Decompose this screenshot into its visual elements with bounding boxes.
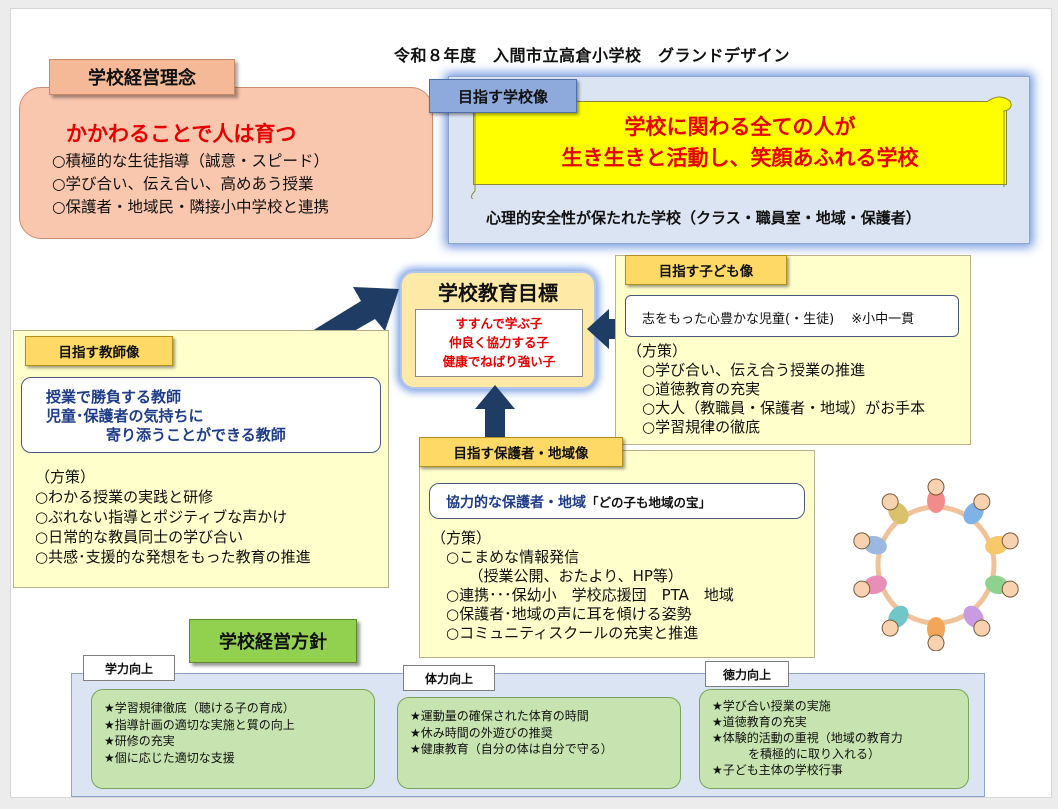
arrow-icon (475, 385, 515, 441)
plan-item: ○ぶれない指導とポジティブな声かけ (35, 508, 288, 526)
goals-title: 学校教育目標 (438, 281, 558, 305)
philosophy-item: ○学び合い、伝え合い、高めあう授業 (52, 175, 314, 193)
policy-item: ★個に応じた適切な支援 (104, 750, 235, 765)
page-title: 令和８年度 入間市立高倉小学校 グランドデザイン (394, 46, 791, 65)
philosophy-item: ○保護者・地域民・隣接小中学校と連携 (52, 198, 330, 216)
policy-tab-physical: 体力向上 (403, 665, 495, 691)
plan-item: （方策） (35, 468, 96, 486)
person-head (973, 619, 991, 637)
policy-box-academic: ★学習規律徹底（聴ける子の育成） ★指導計画の適切な実施と質の向上 ★研修の充実… (91, 689, 375, 789)
teacher-label: 目指す教師像 (25, 336, 173, 366)
policy-item: ★指導計画の適切な実施と質の向上 (104, 717, 295, 732)
plan-item: ○コミュニティスクールの充実と推進 (431, 624, 699, 642)
policy-item: ★学習規律徹底（聴ける子の育成） (104, 701, 295, 715)
plan-item: （授業公開、おたより、HP等） (431, 567, 683, 585)
plan-item: ○共感･支援的な発想をもった教育の推進 (35, 548, 311, 566)
person-head (973, 493, 991, 511)
vision-subtitle: 心理的安全性が保たれた学校（クラス・職員室・地域・保護者） (486, 209, 921, 227)
policy-item: ★体験的活動の重視（地域の教育力 (712, 731, 903, 745)
policy-item: を積極的に取り入れる） (712, 747, 881, 761)
vision-label: 目指す学校像 (429, 79, 577, 113)
grand-design-slide: 令和８年度 入間市立高倉小学校 グランドデザイン かかわることで人は育つ ○積極… (10, 8, 1052, 798)
vision-line: 学校に関わる全ての人が (624, 115, 856, 139)
plan-item: ○連携･･･保幼小 学校応援団 PTA 地域 (431, 586, 734, 604)
plan-item: ○日常的な教員同士の学び合い (35, 528, 244, 546)
policy-box-physical: ★運動量の確保された体育の時間 ★休み時間の外遊びの推奨 ★健康教育（自分の体は… (397, 697, 681, 789)
vision-scroll-left-curl (470, 111, 476, 199)
goal-item: 仲良く協力する子 (448, 335, 549, 350)
goal-item: すすんで学ぶ子 (455, 316, 543, 331)
plan-item: ○わかる授業の実践と研修 (35, 488, 214, 506)
guardian-quote: 「どの子も地域の宝」 (586, 495, 712, 510)
philosophy-label: 学校経営理念 (49, 59, 235, 95)
people-circle-illustration (853, 478, 1019, 651)
goals-scroll: すすんで学ぶ子 仲良く協力する子 健康でねばり強い子 (415, 309, 583, 377)
policy-item: ★健康教育（自分の体は自分で守る） (410, 742, 613, 756)
teacher-panel (13, 330, 389, 588)
guardian-ideal-box: 協力的な保護者・地域「どの子も地域の宝」 (429, 483, 805, 519)
person-head (1001, 580, 1019, 598)
goal-item: 健康でねばり強い子 (442, 354, 556, 369)
child-label: 目指す子ども像 (625, 255, 787, 285)
policy-item: ★研修の充実 (104, 734, 175, 748)
philosophy-box: かかわることで人は育つ ○積極的な生徒指導（誠意・スピード） ○学び合い、伝え合… (19, 87, 433, 239)
guardian-label: 目指す保護者・地域像 (419, 437, 623, 467)
policy-item: ★休み時間の外遊びの推奨 (410, 725, 553, 740)
plan-item: （方策） (431, 529, 492, 547)
person-head (927, 634, 945, 651)
teacher-ideal-line: 授業で勝負する教師 (46, 388, 182, 406)
child-plan: （方策） ○学び合い、伝え合う授業の推進 ○道徳教育の充実 ○大人（教職員・保護… (627, 342, 925, 437)
vision-line: 生き生きと活動し、笑顔あふれる学校 (561, 146, 919, 170)
vision-scroll: 学校に関わる全ての人が 生き生きと活動し、笑顔あふれる学校 (473, 101, 1007, 185)
policy-box-moral: ★学び合い授業の実施 ★道徳教育の充実 ★体験的活動の重視（地域の教育力 を積極… (699, 689, 969, 789)
policy-label: 学校経営方針 (189, 619, 357, 663)
plan-item: ○道徳教育の充実 (627, 380, 761, 398)
guardian-ideal-text: 協力的な保護者・地域 (446, 495, 586, 511)
plan-item: ○保護者･地域の声に耳を傾ける姿勢 (431, 605, 692, 623)
person-head (1001, 532, 1019, 550)
teacher-ideal-box: 授業で勝負する教師 児童･保護者の気持ちに 寄り添うことができる教師 (21, 377, 381, 453)
teacher-ideal-line: 児童･保護者の気持ちに (46, 407, 204, 425)
person-head (853, 532, 871, 550)
person-head (881, 493, 899, 511)
teacher-plan: （方策） ○わかる授業の実践と研修 ○ぶれない指導とポジティブな声かけ ○日常的… (35, 467, 311, 567)
policy-item: ★学び合い授業の実施 (712, 699, 831, 713)
person-head (927, 478, 945, 496)
plan-item: ○学び合い、伝え合う授業の推進 (627, 361, 866, 379)
policy-tab-moral: 徳力向上 (705, 661, 789, 687)
teacher-ideal-line: 寄り添うことができる教師 (46, 426, 286, 444)
plan-item: ○学習規律の徹底 (627, 418, 761, 436)
child-ideal-box: 志をもった心豊かな児童(・生徒) ※小中一貫 (625, 295, 959, 337)
plan-item: ○こまめな情報発信 (431, 548, 580, 566)
policy-item: ★道徳教育の充実 (712, 715, 807, 729)
philosophy-item: ○積極的な生徒指導（誠意・スピード） (52, 152, 330, 170)
person-body (927, 617, 945, 641)
guardian-plan: （方策） ○こまめな情報発信 （授業公開、おたより、HP等） ○連携･･･保幼小… (431, 529, 734, 643)
plan-item: ○大人（教職員・保護者・地域）がお手本 (627, 399, 926, 417)
policy-item: ★運動量の確保された体育の時間 (410, 709, 589, 723)
child-panel (615, 255, 971, 445)
policy-item: ★子ども主体の学校行事 (712, 763, 843, 777)
plan-item: （方策） (627, 342, 688, 360)
person-head (881, 619, 899, 637)
person-head (853, 580, 871, 598)
vision-scroll-curl (987, 96, 1012, 187)
person-body (927, 489, 945, 513)
people-arms-ring (875, 504, 997, 626)
policy-tab-academic: 学力向上 (83, 655, 175, 681)
philosophy-main: かかわることで人は育つ (66, 122, 297, 146)
